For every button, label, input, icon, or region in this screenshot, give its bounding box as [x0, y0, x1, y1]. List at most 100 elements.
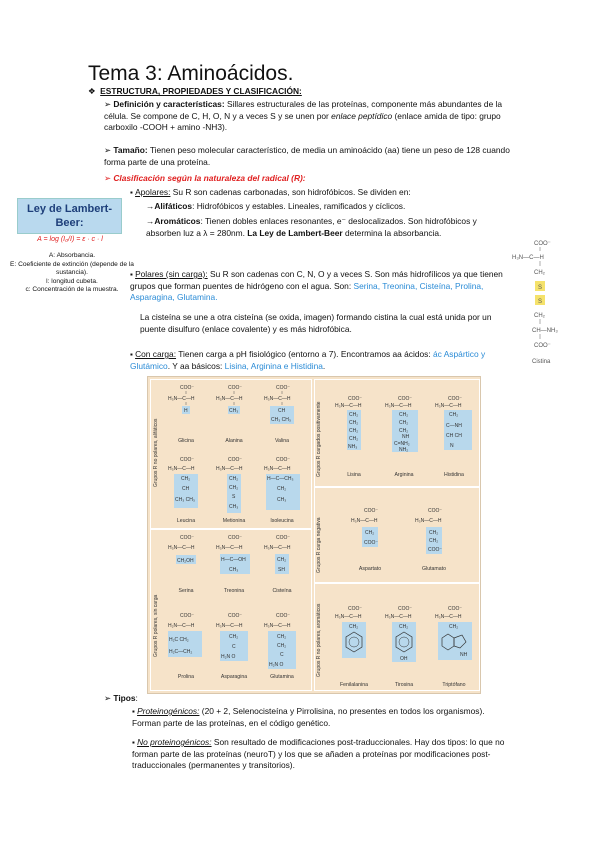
svg-text:CH₂: CH₂	[399, 412, 408, 418]
svg-text:COO⁻: COO⁻	[228, 457, 242, 463]
svg-text:CH₂: CH₂	[229, 634, 238, 640]
classification-item: ➢ Clasificación según la naturaleza del …	[104, 173, 306, 183]
svg-text:C: C	[232, 644, 236, 650]
svg-text:CH₃: CH₃	[229, 504, 238, 510]
svg-text:CH₃: CH₃	[229, 567, 238, 573]
panel-polar	[150, 529, 312, 691]
svg-text:CH₂: CH₂	[429, 530, 438, 536]
svg-text:CH: CH	[182, 486, 190, 492]
square-bullet-icon: ▪	[130, 270, 136, 279]
svg-text:COO⁻: COO⁻	[398, 606, 412, 612]
svg-text:COO⁻: COO⁻	[180, 385, 194, 391]
svg-text:COO⁻: COO⁻	[276, 613, 290, 619]
svg-text:H₃N—C—H: H₃N—C—H	[435, 614, 462, 620]
lambert-beer-title: Ley de Lambert-Beer:	[27, 203, 112, 229]
svg-text:NH: NH	[460, 652, 468, 658]
proteinogenic-item: ▪ Proteinogénicos: (20 + 2, Selenocisteí…	[132, 706, 485, 728]
svg-text:CH₂: CH₂	[277, 634, 286, 640]
svg-text:NH₂: NH₂	[399, 447, 408, 453]
svg-text:H₃N—C—H: H₃N—C—H	[168, 396, 195, 402]
lambert-formula: A = log (I₀/I) = ε · c · l	[37, 236, 103, 243]
svg-text:COO⁻: COO⁻	[228, 535, 242, 541]
svg-text:COO⁻: COO⁻	[180, 457, 194, 463]
cistina-line: S	[538, 299, 542, 305]
svg-text:CH₂: CH₂	[349, 412, 358, 418]
svg-text:COO⁻: COO⁻	[348, 606, 362, 612]
svg-text:COO⁻: COO⁻	[180, 535, 194, 541]
svg-text:H₃N—C—H: H₃N—C—H	[335, 403, 362, 409]
panel-label-negative: Grupos R carga negativa	[316, 517, 322, 573]
cistina-line: COO⁻	[534, 241, 551, 247]
panel-aliphatic	[150, 379, 312, 529]
svg-text:NH: NH	[402, 434, 410, 440]
square-bullet-icon: ▪	[132, 738, 138, 747]
svg-text:C=NH₂: C=NH₂	[394, 441, 410, 447]
square-bullet-icon: ▪	[130, 350, 136, 359]
svg-text:CH₂: CH₂	[449, 412, 458, 418]
svg-text:H₂C—CH₂: H₂C—CH₂	[169, 649, 192, 655]
cistina-line: H₃N—C—H	[512, 255, 544, 261]
square-bullet-icon: ▪	[130, 188, 136, 197]
svg-text:H₃N—C—H: H₃N—C—H	[385, 403, 412, 409]
svg-text:H₃N—C—H: H₃N—C—H	[168, 545, 195, 551]
arrow-icon: →	[146, 201, 155, 211]
cysteine-note: La cisteína se une a otra cisteína (se o…	[140, 312, 492, 334]
charged-item: ▪ Con carga: Tienen carga a pH fisiológi…	[130, 349, 486, 371]
svg-text:H₃N—C—H: H₃N—C—H	[216, 396, 243, 402]
panel-aromatic	[314, 583, 480, 691]
svg-text:H₃N—C—H: H₃N—C—H	[335, 614, 362, 620]
svg-text:SH: SH	[278, 567, 285, 573]
svg-text:COO⁻: COO⁻	[364, 508, 378, 514]
non-proteinogenic-item: ▪ No proteinogénicos: Son resultado de m…	[132, 737, 505, 771]
svg-text:COO⁻: COO⁻	[276, 385, 290, 391]
svg-text:CH₂: CH₂	[277, 557, 286, 563]
svg-text:CH₂: CH₂	[181, 476, 190, 482]
aromatic-item: →Aromáticos: Tienen dobles enlaces reson…	[146, 216, 477, 238]
svg-text:H₃N—C—H: H₃N—C—H	[385, 614, 412, 620]
svg-text:CH₂: CH₂	[399, 420, 408, 426]
svg-text:C—NH: C—NH	[446, 423, 462, 429]
svg-text:COO⁻: COO⁻	[180, 613, 194, 619]
svg-text:CH₂: CH₂	[277, 643, 286, 649]
panel-label-polar: Grupos R polares, sin carga	[153, 594, 159, 657]
svg-text:H₃N—C—H: H₃N—C—H	[216, 623, 243, 629]
square-bullet-icon: ▪	[132, 707, 138, 716]
svg-text:H₃N—C—H: H₃N—C—H	[168, 466, 195, 472]
svg-text:CH₂: CH₂	[229, 485, 238, 491]
cistina-line: COO⁻	[534, 343, 551, 349]
svg-text:CH₃ CH₃: CH₃ CH₃	[271, 417, 291, 423]
svg-text:S: S	[232, 494, 236, 500]
svg-text:CH₂: CH₂	[349, 420, 358, 426]
page-title: Tema 3: Aminoácidos.	[88, 62, 294, 85]
svg-text:OH: OH	[400, 656, 408, 662]
panel-label-positive: Grupos R cargados positivamente	[316, 401, 322, 477]
svg-text:CH₃: CH₃	[229, 408, 238, 414]
svg-text:H₂N O: H₂N O	[269, 662, 284, 668]
svg-text:H₃N—C—H: H₃N—C—H	[264, 466, 291, 472]
panel-label-aromatic: Grupos R no polares, aromáticos	[316, 603, 322, 677]
arrow-bullet-icon: ➢	[104, 693, 114, 703]
svg-text:H₃N—C—H: H₃N—C—H	[216, 466, 243, 472]
lambert-beer-box: Ley de Lambert-Beer:	[17, 198, 122, 234]
svg-text:H₃N—C—H: H₃N—C—H	[351, 518, 378, 524]
svg-text:H—C—OH: H—C—OH	[221, 557, 246, 563]
panel-positive	[314, 379, 480, 487]
svg-text:CH₂: CH₂	[399, 428, 408, 434]
tipos-heading: ➢ Tipos:	[104, 693, 138, 703]
aliphatic-item: →Alifáticos: Hidrofóbicos y estables. Li…	[146, 201, 406, 211]
